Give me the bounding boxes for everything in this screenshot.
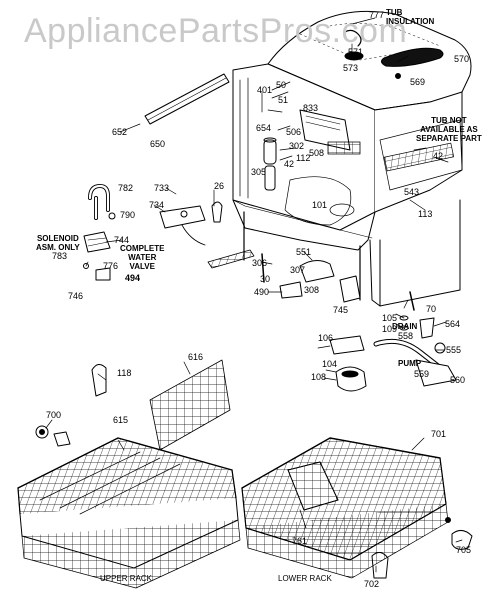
callout-702: 702 — [364, 579, 380, 589]
callout-112: 112 — [296, 153, 311, 163]
callout-615: 615 — [113, 415, 129, 425]
upper-rack-caption: UPPER RACK — [100, 574, 153, 583]
callout-307: 307 — [290, 265, 306, 275]
callout-734: 734 — [149, 200, 165, 210]
callout-118: 118 — [117, 368, 132, 378]
watermark-text: AppliancePartsPros.com — [24, 12, 408, 50]
callout-654: 654 — [256, 123, 272, 133]
callout-543: 543 — [404, 187, 420, 197]
callout-70: 70 — [426, 304, 437, 314]
pump-parts — [261, 253, 457, 392]
callout-650: 650 — [150, 139, 166, 149]
callout-306: 306 — [252, 258, 268, 268]
callout-51: 51 — [278, 95, 289, 105]
callout-573: 573 — [343, 63, 359, 73]
callout-782: 782 — [118, 183, 134, 193]
callout-108: 108 — [311, 372, 327, 382]
leader-lines — [45, 17, 463, 573]
callout-555: 555 — [446, 345, 462, 355]
callout-302: 302 — [289, 141, 305, 151]
callout-705: 705 — [456, 545, 472, 555]
callout-560: 560 — [450, 375, 466, 385]
callout-745: 745 — [333, 305, 349, 315]
lower-rack — [241, 437, 449, 579]
callout-494: 494 — [125, 273, 141, 283]
left-parts — [83, 73, 255, 281]
callout-551: 551 — [296, 247, 312, 257]
callout-506: 506 — [286, 127, 302, 137]
callout-101: 101 — [312, 200, 328, 210]
callout-508: 508 — [309, 148, 325, 158]
callout-776: 776 — [103, 261, 119, 271]
callout-570: 570 — [454, 54, 470, 64]
callout-701: 701 — [431, 429, 447, 439]
tub-body — [232, 63, 463, 307]
callout-106: 106 — [318, 333, 334, 343]
rack-accessories — [35, 359, 473, 579]
lower-rack-caption: LOWER RACK — [278, 574, 332, 583]
callout-558: 558 — [398, 331, 414, 341]
callout-833: 833 — [303, 103, 319, 113]
callout-564: 564 — [445, 319, 461, 329]
callout-26: 26 — [214, 181, 225, 191]
callout-761: 761 — [292, 536, 308, 546]
callout-790: 790 — [120, 210, 136, 220]
drain-note: DRAIN — [392, 322, 418, 331]
callout-109: 109 — [382, 324, 398, 334]
callout-30: 30 — [260, 274, 271, 284]
callout-777: 777 — [369, 10, 385, 20]
callout-783: 783 — [52, 251, 68, 261]
callout-733: 733 — [154, 183, 170, 193]
pump-note: PUMP — [398, 359, 422, 368]
callout-652: 652 — [112, 127, 128, 137]
callout-305: 305 — [251, 167, 267, 177]
callout-616: 616 — [188, 352, 204, 362]
callout-42-left: 42 — [284, 159, 295, 169]
callout-744: 744 — [114, 235, 130, 245]
callout-559: 559 — [414, 369, 430, 379]
callout-308: 308 — [304, 285, 320, 295]
callout-490: 490 — [254, 287, 270, 297]
callout-401: 401 — [257, 85, 273, 95]
callout-746: 746 — [68, 291, 84, 301]
callout-42-right: 42 — [433, 151, 444, 161]
callout-113: 113 — [418, 209, 433, 219]
callout-105: 105 — [382, 313, 398, 323]
callout-569: 569 — [410, 77, 426, 87]
callout-50: 50 — [276, 80, 287, 90]
callout-700: 700 — [46, 410, 62, 420]
callout-571: 571 — [348, 47, 364, 57]
upper-rack — [17, 437, 241, 589]
callout-104: 104 — [322, 359, 338, 369]
